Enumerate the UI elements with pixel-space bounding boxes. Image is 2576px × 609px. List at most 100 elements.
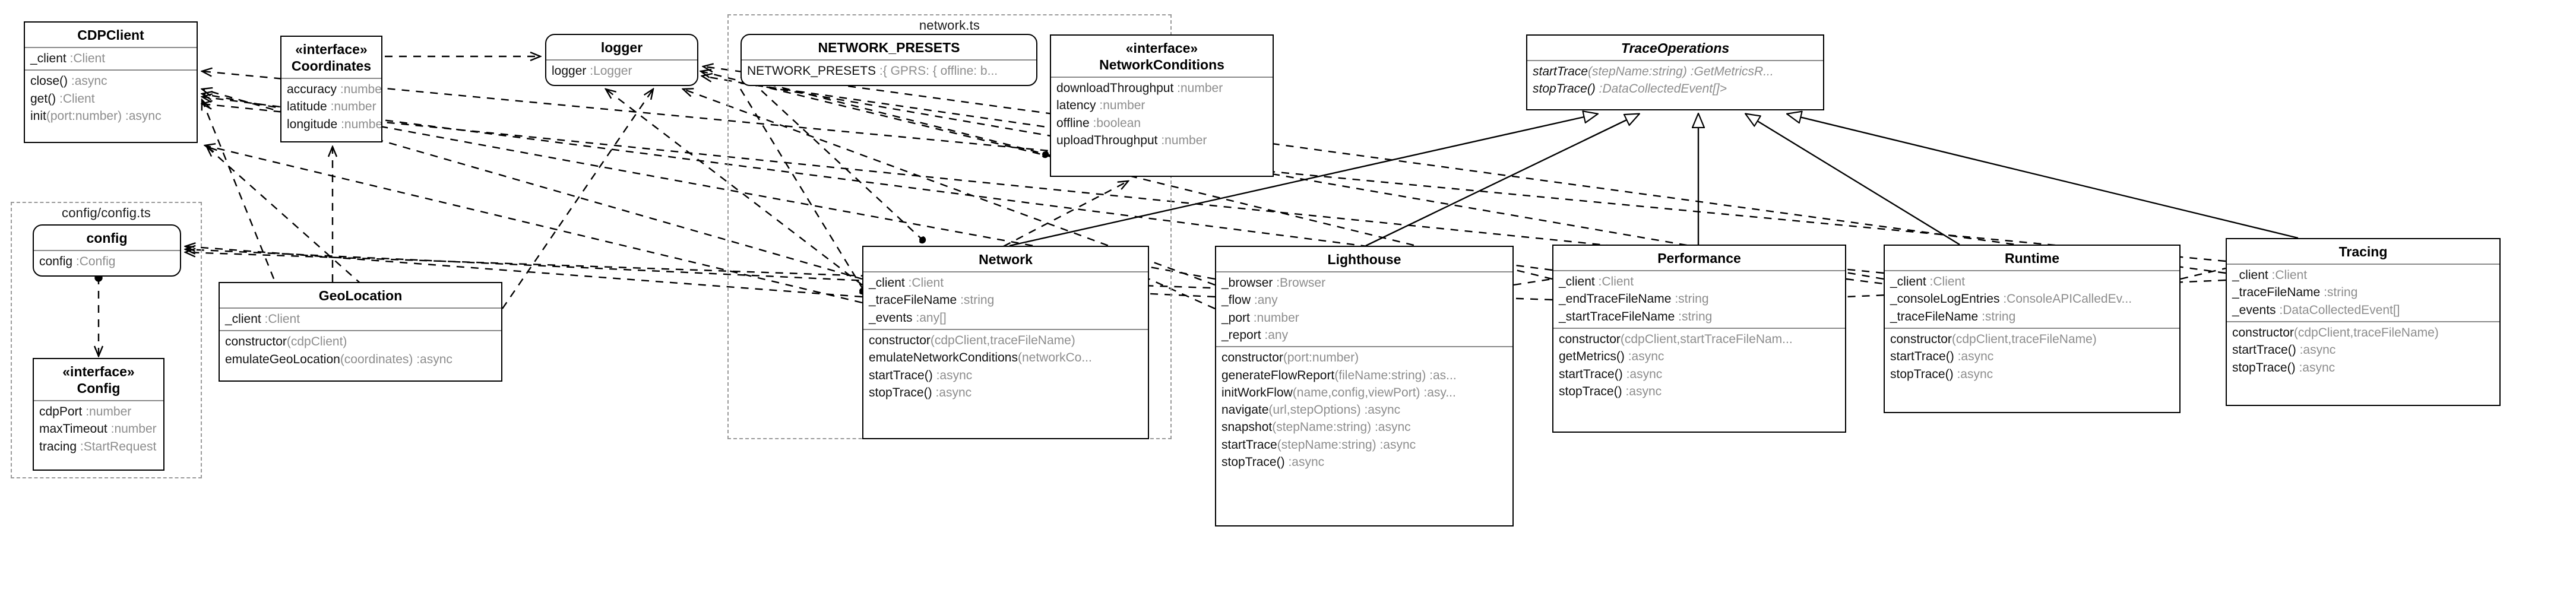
attribute-row: _client :Client	[225, 312, 300, 326]
compartment-divider	[863, 328, 1148, 330]
attribute-row: _port :number	[1221, 310, 1299, 325]
class-name-label: Coordinates	[291, 58, 372, 74]
class-title: Performance	[1657, 250, 1741, 266]
class-title: «interface» Coordinates	[281, 37, 381, 78]
methods-compartment: startTrace(stepName:string) :GetMetricsR…	[1527, 61, 1823, 100]
attribute-row: _client :Client	[1559, 275, 1634, 289]
class-title: logger	[600, 40, 643, 55]
class-title: Runtime	[2005, 250, 2059, 266]
method-row: emulateGeoLocation(coordinates) :async	[225, 352, 452, 366]
method-row: get() :Client	[30, 91, 95, 106]
method-row: stopTrace() :DataCollectedEvent[]>	[1533, 82, 1727, 96]
class-title: GeoLocation	[318, 288, 403, 303]
method-row: generateFlowReport(fileName:string) :as.…	[1221, 368, 1457, 382]
attributes-compartment: _client :Client _consoleLogEntries :Cons…	[1885, 271, 2179, 328]
methods-compartment: constructor(cdpClient,startTraceFileNam.…	[1553, 329, 1845, 402]
class-name-label: NetworkConditions	[1099, 57, 1224, 73]
stereotype-label: «interface»	[1125, 40, 1198, 56]
method-row: navigate(url,stepOptions) :async	[1221, 403, 1401, 417]
compartment-divider	[220, 307, 501, 309]
attribute-row: _client :Client	[30, 52, 106, 66]
compartment-divider	[1885, 270, 2179, 272]
class-title: NETWORK_PRESETS	[818, 40, 960, 55]
methods-compartment: constructor(cdpClient,traceFileName) sta…	[1885, 329, 2179, 385]
attribute-row: downloadThroughput :number	[1056, 81, 1223, 96]
class-box-performance[interactable]: Performance _client :Client _endTraceFil…	[1552, 245, 1846, 433]
class-box-networkconditions[interactable]: «interface» NetworkConditions downloadTh…	[1050, 34, 1274, 177]
class-box-lighthouse[interactable]: Lighthouse _browser :Browser _flow :any …	[1215, 246, 1514, 526]
compartment-divider	[742, 59, 1036, 61]
package-label: network.ts	[919, 18, 980, 33]
attributes-compartment: accuracy :number latitude :number longit…	[281, 79, 381, 135]
attribute-row: tracing :StartRequest	[39, 439, 157, 453]
attribute-row: offline :boolean	[1056, 116, 1141, 130]
method-row: startTrace(stepName:string) :GetMetricsR…	[1533, 65, 1774, 79]
class-box-config[interactable]: config config :Config	[33, 224, 181, 277]
attribute-row: _flow :any	[1221, 293, 1278, 307]
compartment-divider	[863, 271, 1148, 273]
stereotype-label: «interface»	[62, 364, 135, 379]
attribute-row: _client :Client	[1890, 275, 1966, 289]
method-row: init(port:number) :async	[30, 109, 162, 123]
attribute-row: longitude :number	[287, 117, 381, 131]
attribute-row: _client :Client	[2232, 268, 2308, 283]
method-row: startTrace() :async	[1559, 367, 1663, 381]
class-box-network[interactable]: Network _client :Client _traceFileName :…	[862, 246, 1149, 439]
attributes-compartment: _client :Client _traceFileName :string _…	[2227, 265, 2499, 321]
compartment-divider	[1885, 327, 2179, 329]
class-name-label: Config	[77, 380, 121, 397]
attributes-compartment: NETWORK_PRESETS :{ GPRS: { offline: b...	[742, 61, 1036, 82]
method-row: startTrace() :async	[1890, 350, 1994, 364]
attribute-row: _traceFileName :string	[2232, 286, 2358, 300]
attribute-row: config :Config	[39, 255, 116, 269]
method-row: close() :async	[30, 74, 107, 88]
compartment-divider	[546, 59, 697, 61]
class-title: CDPClient	[77, 27, 144, 43]
class-title: TraceOperations	[1621, 40, 1730, 56]
method-row: stopTrace() :async	[2232, 360, 2336, 375]
method-row: stopTrace() :async	[1221, 455, 1325, 470]
method-row: stopTrace() :async	[1559, 384, 1662, 398]
compartment-divider	[34, 400, 163, 402]
class-box-runtime[interactable]: Runtime _client :Client _consoleLogEntri…	[1884, 245, 2181, 413]
class-box-cdpclient[interactable]: CDPClient _client :Client close() :async…	[24, 21, 198, 143]
methods-compartment: constructor(cdpClient) emulateGeoLocatio…	[220, 331, 501, 370]
method-row: startTrace() :async	[869, 368, 973, 382]
class-box-logger[interactable]: logger logger :Logger	[545, 34, 698, 86]
method-row: stopTrace() :async	[869, 385, 972, 399]
attributes-compartment: _client :Client	[25, 48, 197, 69]
attribute-row: _consoleLogEntries :ConsoleAPICalledEv..…	[1890, 292, 2132, 306]
class-box-tracing[interactable]: Tracing _client :Client _traceFileName :…	[2226, 238, 2501, 406]
method-row: constructor(cdpClient,traceFileName)	[2232, 325, 2439, 340]
method-row: startTrace() :async	[2232, 343, 2336, 357]
attribute-row: _startTraceFileName :string	[1559, 309, 1713, 323]
compartment-divider	[220, 330, 501, 332]
compartment-divider	[1051, 77, 1273, 78]
attribute-row: maxTimeout :number	[39, 422, 157, 436]
attribute-row: NETWORK_PRESETS :{ GPRS: { offline: b...	[747, 64, 998, 78]
class-box-coordinates[interactable]: «interface» Coordinates accuracy :number…	[280, 36, 382, 142]
method-row: constructor(cdpClient,traceFileName)	[1890, 332, 2097, 346]
method-row: emulateNetworkConditions(networkCo...	[869, 351, 1092, 365]
method-row: getMetrics() :async	[1559, 350, 1664, 364]
attribute-row: _report :any	[1221, 328, 1289, 342]
class-box-network-presets[interactable]: NETWORK_PRESETS NETWORK_PRESETS :{ GPRS:…	[740, 34, 1037, 86]
class-title: «interface» NetworkConditions	[1051, 36, 1273, 77]
attributes-compartment: downloadThroughput :number latency :numb…	[1051, 78, 1273, 151]
compartment-divider	[1216, 271, 1512, 273]
class-box-geolocation[interactable]: GeoLocation _client :Client constructor(…	[219, 282, 502, 382]
attribute-row: _client :Client	[869, 276, 944, 290]
attributes-compartment: _client :Client	[220, 309, 501, 330]
class-box-traceoperations[interactable]: TraceOperations startTrace(stepName:stri…	[1526, 34, 1824, 110]
class-box-config-interface[interactable]: «interface» Config cdpPort :number maxTi…	[33, 358, 164, 471]
class-title: «interface» Config	[34, 359, 163, 400]
class-title: Tracing	[2338, 244, 2388, 259]
compartment-divider	[281, 78, 381, 80]
method-row: startTrace(stepName:string) :async	[1221, 437, 1416, 452]
attributes-compartment: _client :Client _traceFileName :string _…	[863, 272, 1148, 329]
attributes-compartment: config :Config	[34, 251, 180, 272]
compartment-divider	[1216, 346, 1512, 348]
methods-compartment: constructor(port:number) generateFlowRep…	[1216, 347, 1512, 473]
class-title: config	[86, 230, 128, 246]
